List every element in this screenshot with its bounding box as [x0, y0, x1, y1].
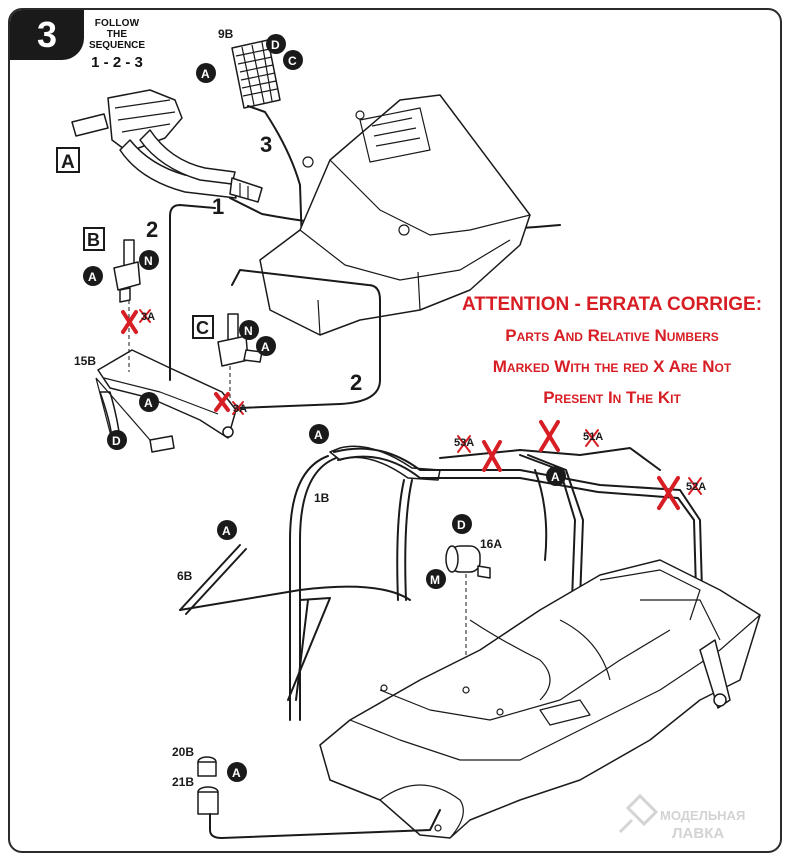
- badge-a-c: A: [261, 340, 270, 354]
- badge-n-c: N: [244, 324, 253, 338]
- part-21b: [197, 786, 219, 815]
- watermark-line1: МОДЕЛЬНАЯ: [660, 808, 745, 823]
- part-label-51a: 51A: [583, 431, 603, 443]
- part-label-1b: 1B: [314, 491, 330, 505]
- part-label-16a: 16A: [480, 537, 502, 551]
- rear-suspension-part-15b: [97, 349, 237, 453]
- fire-extinguisher-16a: [445, 545, 491, 579]
- brake-caliper-c: [217, 313, 263, 367]
- sequence-line1: FOLLOW THE: [94, 18, 140, 40]
- badge-group: A D C N A N A A D A A A D M A: [83, 34, 566, 782]
- badge-d-16a: D: [457, 518, 466, 532]
- badge-d-15b: D: [112, 434, 121, 448]
- sequence-note: FOLLOW THE SEQUENCE 1 - 2 - 3: [86, 18, 148, 71]
- leader-15b-d: [95, 377, 151, 441]
- panel-b-box: [83, 227, 105, 251]
- sequence-arrow-3-line: [247, 105, 304, 276]
- step-number: 3: [36, 14, 58, 55]
- badge-c-9b: C: [288, 54, 297, 68]
- front-chassis: [259, 94, 531, 336]
- badge-a-15b: A: [144, 396, 153, 410]
- part-label-3a-b: 3A: [141, 311, 155, 323]
- main-chassis: [319, 559, 761, 839]
- panel-a-box: [56, 147, 80, 173]
- watermark: МОДЕЛЬНАЯ ЛАВКА: [618, 793, 745, 842]
- errata-line2: Marked With the red X Are Not: [492, 357, 732, 376]
- sequence-arrow-2-label-b: 2: [350, 370, 362, 395]
- panel-c-box: [192, 315, 214, 339]
- sequence-arrow-2-label-a: 2: [146, 217, 158, 242]
- sequence-arrow-2-left: [169, 204, 216, 381]
- part-label-20b: 20B: [172, 745, 194, 759]
- errata-notice: ATTENTION - ERRATA CORRIGE: Parts And Re…: [452, 289, 772, 413]
- sequence-arrow-3-label: 3: [260, 132, 272, 157]
- sequence-arrow-1-label: 1: [212, 194, 224, 219]
- part-label-3a-c: 3A: [233, 403, 247, 415]
- badge-a-6b: A: [222, 524, 231, 538]
- badge-a-cage: A: [551, 470, 560, 484]
- part-label-15b: 15B: [74, 354, 96, 368]
- sequence-arrow-2-right: [231, 269, 381, 409]
- badge-d-9b: D: [271, 38, 280, 52]
- sequence-line2: SEQUENCE: [88, 40, 146, 51]
- badge-m-16a: M: [430, 573, 440, 587]
- brake-caliper-b: [113, 239, 141, 303]
- radiator-part-9b: [231, 39, 281, 109]
- sequence-order: 1 - 2 - 3: [91, 54, 143, 71]
- badge-a-b: A: [88, 270, 97, 284]
- panel-b-label: B: [87, 230, 100, 250]
- part-label-53a: 53A: [454, 437, 474, 449]
- errata-line3: Present In The Kit: [543, 388, 681, 407]
- badge-a-1b: A: [314, 428, 323, 442]
- panel-c-label: C: [196, 318, 209, 338]
- part-20b: [197, 756, 217, 777]
- exhaust-manifold: [71, 89, 263, 203]
- part-label-52a: 52A: [686, 481, 706, 493]
- watermark-line2: ЛАВКА: [672, 825, 724, 842]
- panel-a-label: A: [61, 152, 75, 173]
- errata-line1: Parts And Relative Numbers: [505, 326, 719, 345]
- badge-n-b: N: [144, 254, 153, 268]
- badge-a-9b: A: [201, 67, 210, 81]
- roll-cage: [179, 445, 703, 721]
- errata-title: ATTENTION - ERRATA CORRIGE:: [461, 294, 763, 315]
- part-label-9b: 9B: [218, 27, 234, 41]
- badge-a-20b: A: [232, 766, 241, 780]
- part-label-6b: 6B: [177, 569, 193, 583]
- part-label-21b: 21B: [172, 775, 194, 789]
- instruction-frame: [8, 8, 782, 853]
- assembly-line-21b: [209, 809, 441, 839]
- step-tab: [10, 10, 84, 60]
